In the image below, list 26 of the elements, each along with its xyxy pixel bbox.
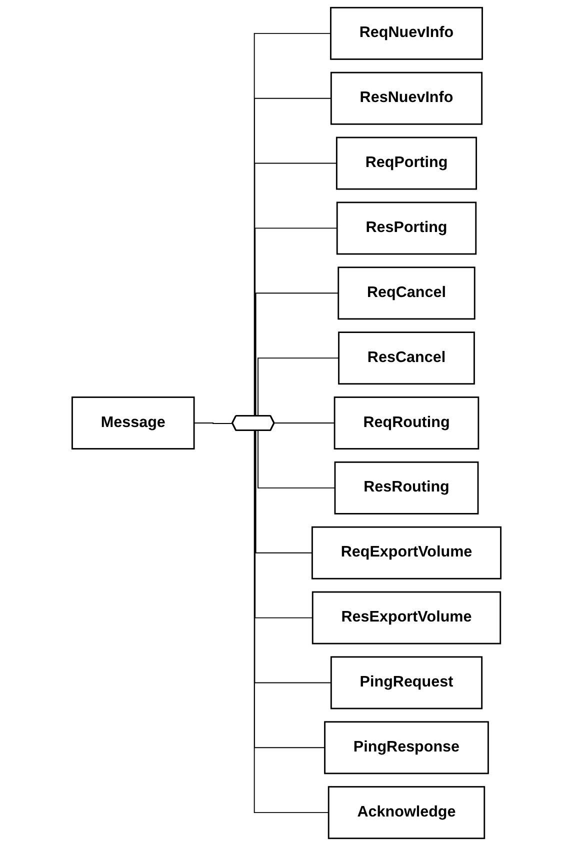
connector — [258, 430, 336, 488]
connector — [194, 422, 234, 424]
node-box: ResExportVolume — [312, 591, 502, 644]
node-box: ResPorting — [336, 202, 477, 255]
node-box: Message — [72, 396, 195, 450]
node-box: ResCancel — [338, 332, 475, 385]
connector — [258, 358, 340, 417]
connector — [255, 430, 313, 554]
connector — [255, 292, 339, 417]
connector — [254, 430, 332, 684]
node-box: ReqRouting — [334, 396, 480, 450]
connector — [254, 430, 326, 748]
node-box: PingRequest — [330, 656, 483, 710]
node-box: ResNuevInfo — [330, 72, 483, 125]
connector — [254, 430, 330, 814]
node-box: ReqNuevInfo — [330, 6, 483, 60]
connector — [254, 228, 338, 417]
node-box: ReqCancel — [338, 266, 476, 320]
connector — [254, 162, 338, 417]
connector — [254, 430, 314, 618]
node-box: PingResponse — [324, 721, 489, 774]
node-box: ReqExportVolume — [312, 526, 502, 580]
node-box: ReqPorting — [336, 136, 478, 190]
connector — [274, 422, 336, 424]
node-box: ResRouting — [334, 461, 479, 514]
node-box: Acknowledge — [328, 786, 486, 840]
